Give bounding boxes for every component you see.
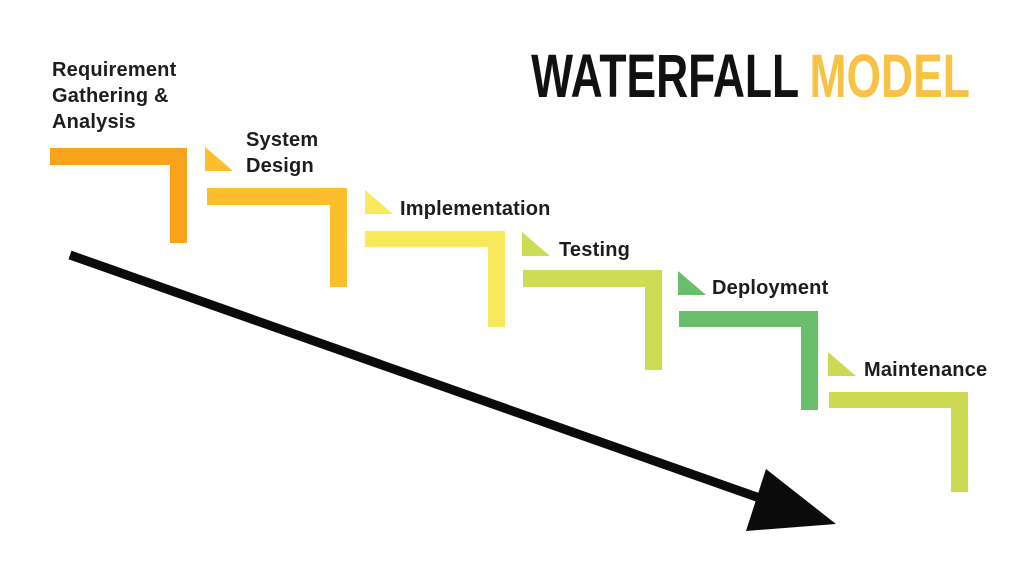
title-word-model: MODEL: [809, 41, 970, 111]
stage-label-line: Gathering &: [52, 85, 169, 107]
stage-elbow-vertical-bar: [645, 270, 662, 370]
stage-elbow-vertical-bar: [801, 311, 818, 410]
stage-elbow-horizontal-bar: [679, 311, 818, 327]
stage-label: Deployment: [712, 275, 828, 301]
stage-label-line: Implementation: [400, 198, 551, 220]
stage-label-line: Testing: [559, 239, 631, 261]
stage-label-line: System: [246, 129, 319, 151]
stage-label: Implementation: [400, 196, 551, 222]
stage-label: Requirement Gathering & Analysis: [52, 57, 176, 135]
stage-elbow-horizontal-bar: [50, 148, 187, 165]
stage-elbow-vertical-bar: [330, 188, 347, 287]
stage-label: System Design: [246, 127, 318, 179]
stage-elbow-horizontal-bar: [829, 392, 968, 408]
stage-elbow-vertical-bar: [488, 231, 505, 327]
flow-arrow-head: [746, 469, 836, 531]
stage-label: Testing: [559, 237, 630, 263]
stage-label-line: Requirement: [52, 59, 177, 81]
corner-triangle-icon: [365, 190, 393, 214]
stage-label-line: Maintenance: [864, 359, 988, 381]
corner-triangle-icon: [828, 352, 856, 376]
stage-label: Maintenance: [864, 357, 987, 383]
stage-elbow-horizontal-bar: [207, 188, 347, 205]
stage-label-line: Design: [246, 155, 314, 177]
corner-triangle-icon: [678, 271, 706, 295]
title-word-waterfall: WATERFALL: [531, 41, 800, 111]
stage-elbow-vertical-bar: [170, 148, 187, 243]
stage-elbow-horizontal-bar: [523, 270, 662, 287]
corner-triangle-icon: [205, 147, 233, 171]
stage-label-line: Deployment: [712, 277, 829, 299]
corner-triangle-icon: [522, 232, 550, 256]
stage-label-line: Analysis: [52, 111, 136, 133]
stage-elbow-horizontal-bar: [365, 231, 505, 247]
stage-elbow-vertical-bar: [951, 392, 968, 492]
